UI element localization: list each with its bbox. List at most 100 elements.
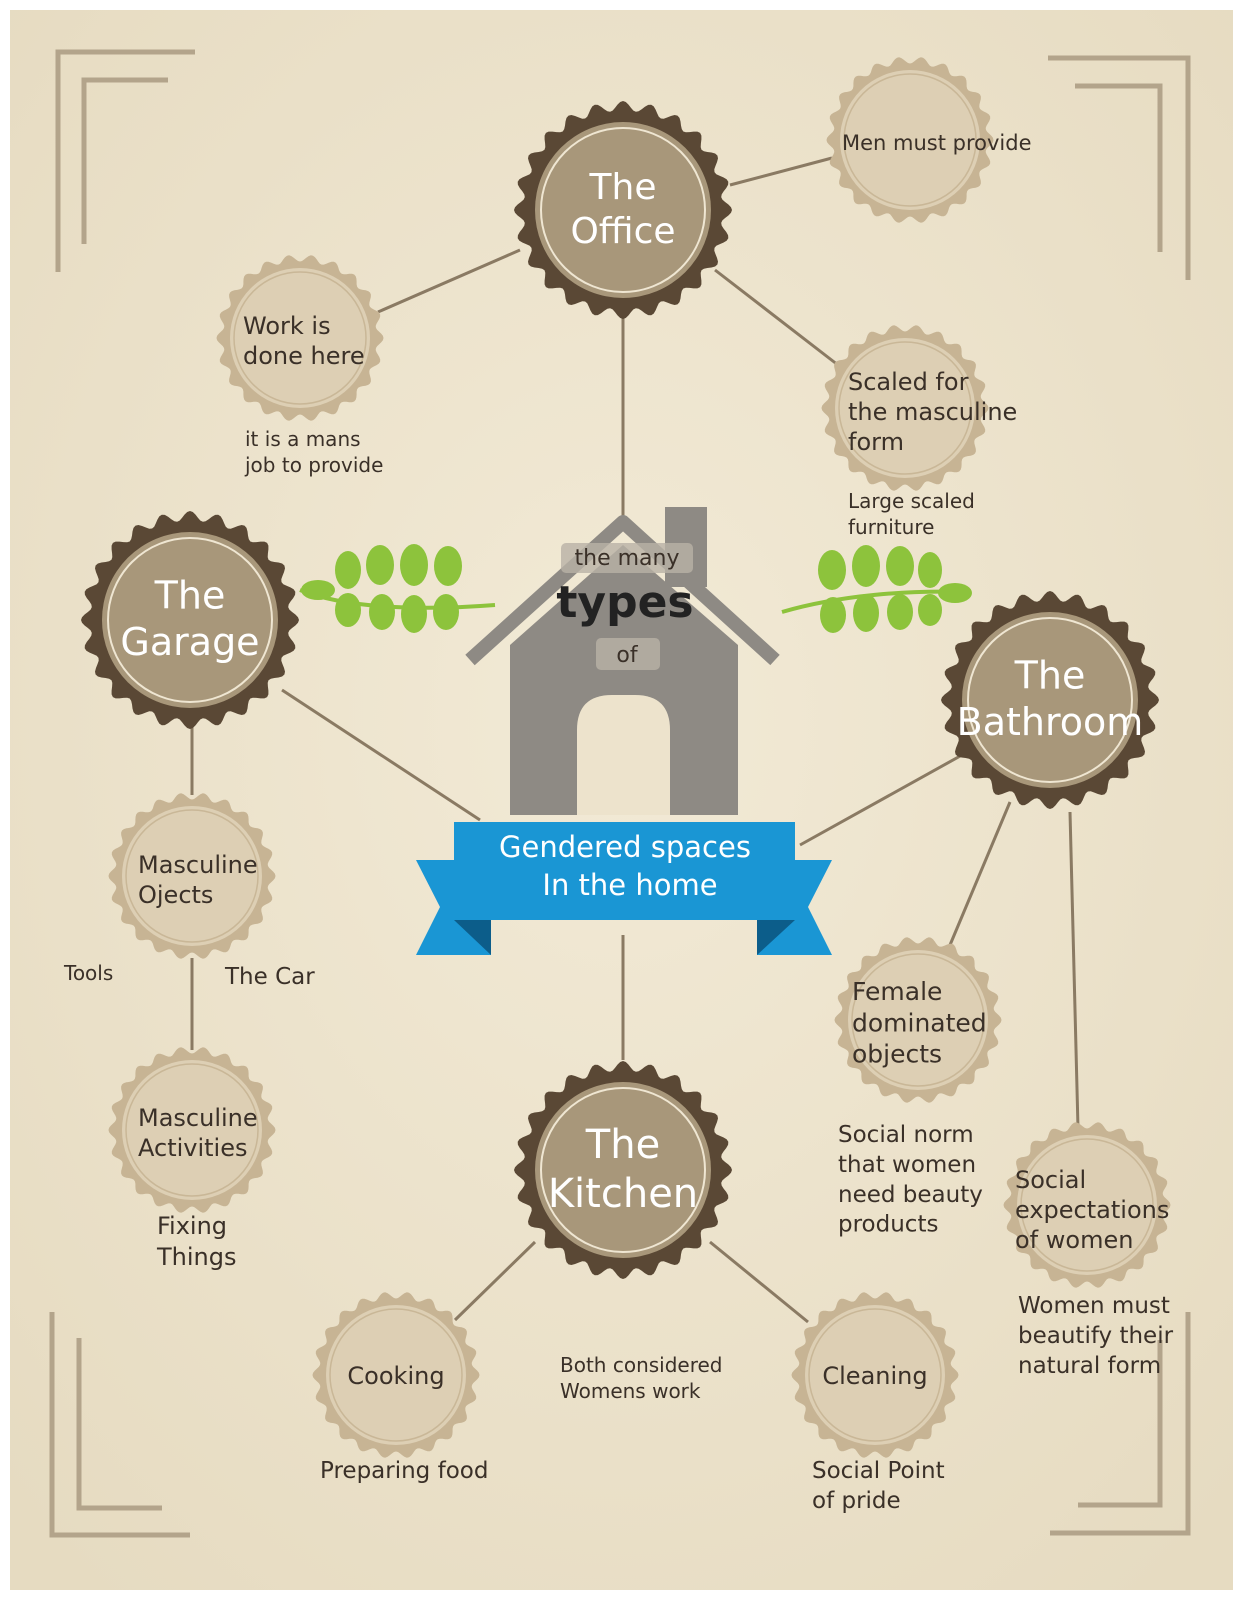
hub-garage-title-line-1: The [154,574,226,618]
node-men_provide-label: Men must provide [842,131,1032,155]
node-cooking-label-line-1: Cooking [347,1362,444,1390]
leaf-left-3a [400,544,428,586]
ribbon-main [454,822,795,920]
center-of: of [616,643,638,668]
hub-bathroom-face [962,612,1138,788]
leaf-left-4b [433,594,459,630]
note-both_women-line-2: Womens work [560,1379,701,1403]
bracket-top-left-inner [81,77,168,244]
connector-kitchen-cleaning [709,1240,809,1324]
hub-office-title-line-1: The [589,167,657,208]
leaf-left-3b [401,595,427,633]
node-masc_objects-label-line-2: Ojects [138,881,213,909]
connector-office-men [729,156,833,187]
note-large_furniture-line-1: Large scaled [848,489,975,513]
node-scaled-label-line-1: Scaled for [848,368,969,396]
leaf-right-3a [886,546,914,586]
hub-kitchen-face [535,1082,711,1258]
connector-office-scaled [714,268,839,367]
note-beautify-line-1: Women must [1018,1293,1170,1319]
note-mans_job-line-2: job to provide [244,453,383,477]
hub-office-title-line-2: Office [570,211,675,252]
node-social_expect-ring [1020,1138,1154,1272]
note-social_norm-line-4: products [838,1212,938,1238]
hub-bathroom [941,591,1159,809]
note-social_norm-line-2: that women [838,1152,976,1178]
leaf-left-1b [335,593,361,627]
leaf-branch-right [781,545,972,633]
connector-lines [190,156,1080,1324]
hub-garage-face [102,532,278,708]
leaf-right-2a [852,545,880,587]
bracket-top-right-inner [1075,83,1163,252]
node-work_done-face [230,268,370,408]
connector-garage-center [281,688,481,822]
circle-nodes [81,57,1171,1458]
leaf-left-4a [434,546,462,586]
connector-kitchen-cooking [453,1240,537,1322]
leaf-right-tip [938,583,972,603]
label-plate-top [561,543,693,573]
connector-bathroom-social [1068,811,1080,1129]
note-preparing: Preparing food [320,1458,488,1484]
node-cleaning-ring [808,1308,942,1442]
note-social_norm-line-1: Social norm [838,1122,974,1148]
node-female_objects [834,937,1002,1103]
hub-garage [81,511,299,729]
leaf-right-1b [820,597,846,633]
leaf-branch-left [299,544,496,633]
note-social_norm-line-3: need beauty [838,1182,983,1208]
bracket-top-left-outer [55,49,195,272]
ribbon-right-fold [757,920,795,955]
node-work_done-ring [233,271,367,405]
node-masc_objects-label-line-1: Masculine [138,851,258,879]
bracket-bottom-right-inner [1078,1340,1163,1508]
node-masc_activities-ring [125,1063,259,1197]
node-female_objects-face [848,950,988,1090]
bracket-bottom-left-outer [49,1312,190,1538]
node-social_expect-face [1017,1135,1157,1275]
note-social_pride-line-2: of pride [812,1488,901,1514]
node-masc_objects [108,793,276,959]
node-social_expect-label-line-2: expectations [1015,1196,1169,1224]
node-work_done-label-line-1: Work is [243,312,331,340]
node-female_objects-label-line-3: objects [852,1040,942,1069]
node-masc_activities-label-line-1: Masculine [138,1104,258,1132]
note-large_furniture-line-2: furniture [848,515,934,539]
node-scaled-label-line-2: the masculine [848,398,1017,426]
node-scaled-label-line-3: form [848,428,904,456]
hub-office-face [535,122,711,298]
leaf-right-1a [818,550,846,590]
note-mans_job-line-1: it is a mans [245,427,361,451]
connector-bathroom-female [948,801,1012,946]
corner-brackets [49,49,1191,1538]
note-the_car: The Car [224,964,315,990]
node-masc_activities-face [122,1060,262,1200]
node-social_expect-label-line-1: Social [1015,1166,1086,1194]
note-fixing-line-2: Things [156,1243,237,1271]
ribbon-left-fold [454,920,491,955]
leaf-right-2b [853,594,879,632]
node-work_done [216,255,384,421]
node-cleaning-face [805,1305,945,1445]
node-social_expect-label-line-3: of women [1015,1226,1133,1254]
hub-garage-title-line-2: Garage [120,620,259,664]
ribbon-banner [416,822,832,955]
node-scaled [821,325,989,491]
note-beautify-line-3: natural form [1018,1353,1161,1379]
hub-office [514,101,732,319]
node-masc_objects-ring [125,809,259,943]
node-female_objects-label-line-2: dominated [852,1008,987,1037]
center-the-many: the many [575,546,680,571]
hub-office-ring [540,127,706,293]
